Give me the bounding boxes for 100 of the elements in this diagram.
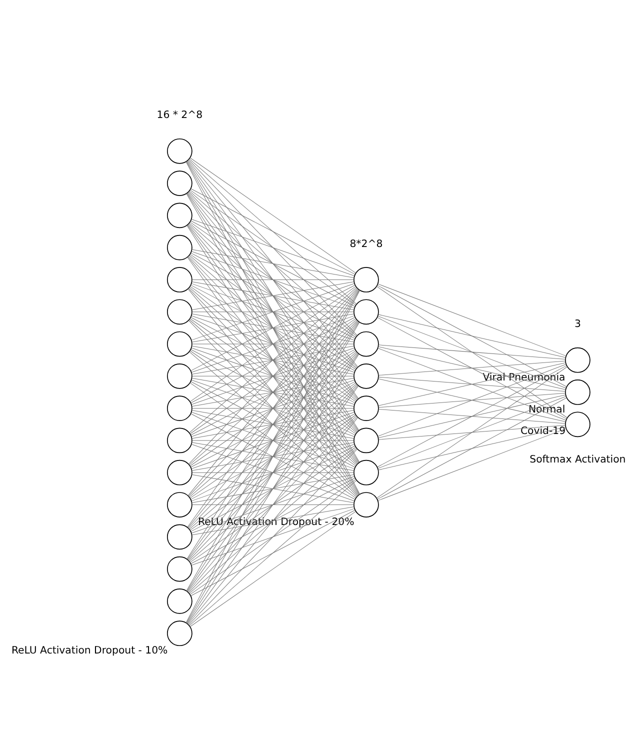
connector bbox=[377, 316, 567, 419]
node-circle bbox=[166, 395, 192, 421]
connector bbox=[378, 314, 566, 358]
connector bbox=[188, 255, 358, 432]
connector bbox=[192, 248, 354, 278]
connector bbox=[190, 189, 356, 305]
connector bbox=[190, 478, 356, 594]
node-circle bbox=[166, 362, 192, 388]
node-circle bbox=[166, 138, 192, 164]
connector bbox=[378, 347, 566, 420]
connector bbox=[378, 392, 566, 408]
connector bbox=[188, 223, 358, 400]
connector bbox=[190, 188, 356, 274]
connector bbox=[192, 504, 354, 505]
connector bbox=[189, 222, 357, 368]
connector bbox=[189, 447, 357, 594]
connector bbox=[192, 474, 354, 503]
connector bbox=[377, 284, 567, 387]
connector bbox=[189, 190, 357, 336]
node-circle bbox=[354, 492, 379, 517]
node-circle bbox=[166, 234, 192, 260]
connector bbox=[377, 364, 567, 467]
connector bbox=[190, 382, 356, 498]
connector bbox=[188, 191, 358, 368]
connector bbox=[378, 424, 566, 440]
node-label: ReLU Activation Dropout - 10% bbox=[11, 645, 168, 656]
connector bbox=[378, 346, 566, 390]
node-circle bbox=[166, 588, 192, 614]
connector bbox=[190, 477, 356, 564]
connector bbox=[191, 218, 355, 276]
node-circle bbox=[166, 459, 192, 485]
connector bbox=[191, 282, 355, 340]
connector bbox=[192, 442, 354, 470]
node-label: ReLU Activation Dropout - 20% bbox=[198, 516, 354, 528]
connector bbox=[190, 445, 356, 532]
node-circle bbox=[166, 330, 192, 356]
connector bbox=[188, 448, 358, 625]
node-circle bbox=[354, 298, 379, 324]
connector bbox=[192, 345, 354, 374]
connector bbox=[378, 396, 566, 468]
connector bbox=[378, 344, 566, 359]
node-circle bbox=[166, 427, 192, 453]
node-circle bbox=[166, 298, 192, 324]
connector bbox=[188, 158, 358, 336]
node-circle bbox=[354, 362, 379, 388]
node-circle bbox=[166, 266, 192, 292]
connector bbox=[189, 415, 357, 562]
connector bbox=[191, 347, 355, 404]
connector bbox=[376, 286, 568, 418]
node-label: Viral Pneumonia bbox=[482, 372, 566, 383]
connector bbox=[192, 375, 354, 376]
connector bbox=[190, 157, 356, 273]
connector bbox=[191, 508, 355, 565]
connector bbox=[192, 313, 354, 342]
connector bbox=[190, 446, 356, 562]
connector bbox=[378, 360, 566, 376]
connector bbox=[192, 506, 354, 535]
connector bbox=[190, 220, 356, 306]
node-circle bbox=[166, 170, 192, 196]
connector bbox=[190, 510, 356, 626]
connector bbox=[189, 318, 357, 465]
node-label: Covid-19 bbox=[520, 425, 566, 436]
node-circle bbox=[565, 379, 590, 404]
connector bbox=[190, 509, 356, 596]
connector bbox=[192, 410, 354, 438]
node-circle bbox=[354, 459, 379, 485]
connector bbox=[377, 396, 567, 499]
connector bbox=[378, 376, 566, 392]
connector bbox=[188, 384, 358, 560]
connector bbox=[189, 480, 357, 626]
connector bbox=[190, 254, 356, 370]
node-circle bbox=[166, 492, 192, 517]
connector bbox=[378, 315, 566, 388]
connector bbox=[189, 254, 357, 400]
connector bbox=[191, 411, 355, 469]
connector bbox=[378, 394, 566, 438]
connector bbox=[378, 378, 566, 422]
node-circle bbox=[354, 330, 379, 356]
connector bbox=[376, 366, 568, 498]
connector bbox=[188, 352, 358, 528]
node-circle bbox=[354, 395, 379, 421]
connector bbox=[188, 416, 358, 592]
connector bbox=[190, 380, 356, 467]
connector bbox=[189, 383, 357, 529]
connector bbox=[189, 158, 357, 304]
node-circle bbox=[166, 202, 192, 228]
node-circle bbox=[565, 346, 590, 372]
connector bbox=[190, 252, 356, 338]
connector bbox=[190, 414, 356, 530]
connector bbox=[378, 426, 566, 470]
node-circle bbox=[166, 620, 192, 646]
connector bbox=[192, 280, 354, 310]
connector bbox=[378, 364, 566, 436]
label: 16 * 2^8 bbox=[156, 110, 203, 121]
connector bbox=[191, 379, 355, 436]
connector bbox=[378, 283, 566, 356]
connector bbox=[191, 314, 355, 372]
connector bbox=[191, 444, 355, 501]
node-circle bbox=[565, 411, 590, 437]
connector bbox=[378, 428, 566, 500]
